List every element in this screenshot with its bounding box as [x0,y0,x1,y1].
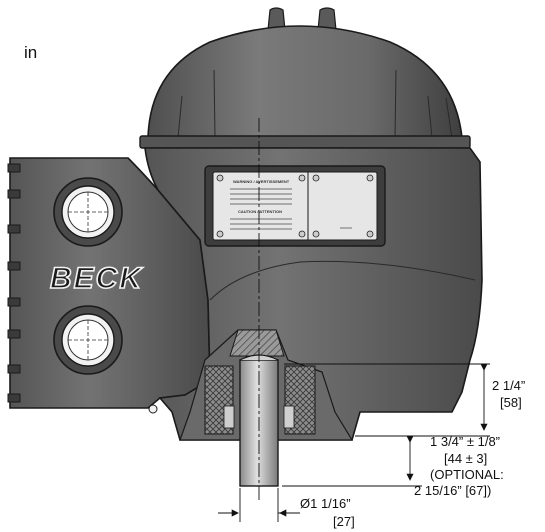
brand-logo: BECK [50,262,143,295]
dome-cover [147,25,463,139]
dim-diameter-mm: [27] [333,514,355,529]
dimension-extension [282,435,422,487]
nameplate-warning-heading: WARNING / AVERTISSEMENT [233,179,290,184]
dimension-diameter [218,488,300,522]
dim-extension-in: 1 3/4” ± 1/8” [430,434,500,449]
top-lugs [267,7,337,31]
dim-optional-label: (OPTIONAL: [430,467,504,482]
dim-shaft-height-mm: [58] [500,395,522,410]
dim-diameter-in: Ø1 1/16” [300,496,351,511]
dim-optional-value: 2 15/16” [67]) [414,483,491,498]
housing-fins [7,163,21,403]
nameplate: WARNING / AVERTISSEMENT CAUTION / ATTENT… [204,165,386,247]
dim-shaft-height-in: 2 1/4” [492,378,525,393]
dim-extension-mm: [44 ± 3] [444,451,487,466]
units-label: in [24,43,37,62]
nameplate-caution-heading: CAUTION / ATTENTION [238,209,282,214]
body-lower-contour [209,260,476,301]
dimension-shaft-height [284,363,490,437]
conduit-entry-lower [53,305,123,375]
dome-flange [139,135,471,149]
dome-ribs [177,69,453,139]
mounting-hole [148,404,158,414]
conduit-entry-upper [53,177,123,247]
